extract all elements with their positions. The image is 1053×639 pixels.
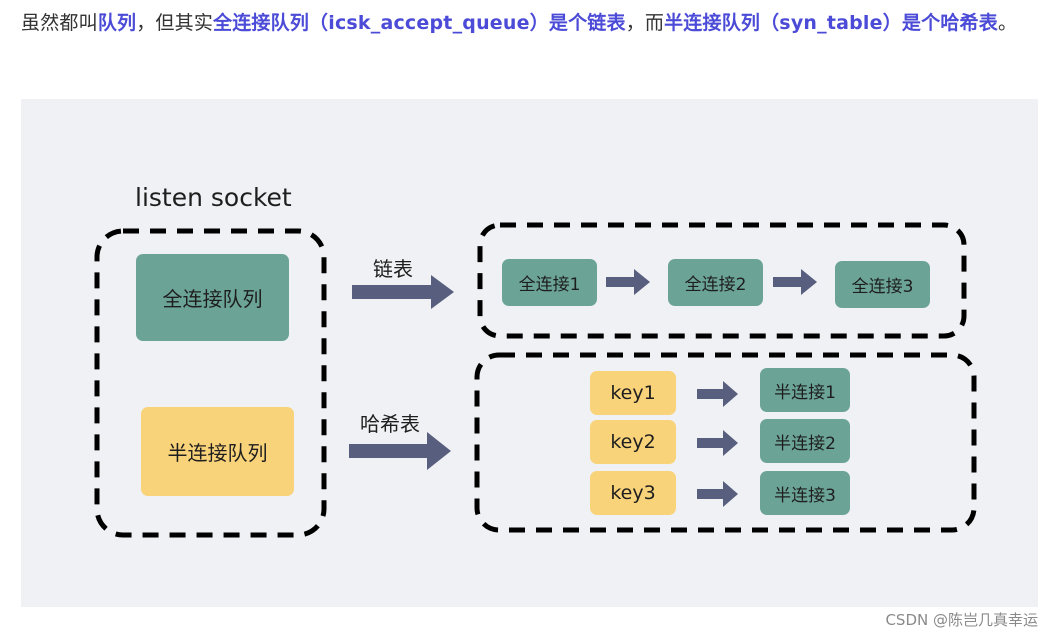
list-arrow-2-icon bbox=[773, 269, 817, 295]
diagram-graphics bbox=[94, 222, 977, 538]
linked-list-arrow-icon bbox=[352, 275, 454, 309]
hash-table-label: 哈希表 bbox=[360, 412, 420, 436]
listen-socket-border bbox=[94, 228, 327, 538]
hash-value-2: 半连接2 bbox=[760, 419, 850, 463]
hash-table-border bbox=[474, 352, 977, 533]
hash-arrow-2-icon bbox=[697, 430, 738, 456]
hash-arrow-3-icon bbox=[697, 481, 738, 507]
queue-diagram: listen socket 全连接队列 半连接队列 链表 哈希表 全连接1 全连… bbox=[21, 99, 1038, 607]
list-node-1: 全连接1 bbox=[502, 259, 597, 306]
half-queue-box: 半连接队列 bbox=[141, 407, 294, 496]
listen-socket-label: listen socket bbox=[135, 183, 292, 212]
hash-key-3: key3 bbox=[590, 471, 676, 515]
linked-list-border bbox=[477, 222, 967, 339]
list-node-3: 全连接3 bbox=[835, 261, 930, 308]
hash-arrow-1-icon bbox=[697, 381, 738, 407]
csdn-watermark: CSDN @陈岂几真幸运 bbox=[885, 611, 1038, 629]
para-bold-syn-table: 半连接队列（syn_table）是个哈希表 bbox=[664, 12, 998, 34]
hash-table-arrow-icon bbox=[349, 432, 451, 470]
hash-key-1: key1 bbox=[590, 371, 676, 415]
para-text-2: ，但其实 bbox=[136, 12, 214, 34]
para-text-3: ，而 bbox=[625, 12, 665, 34]
para-bold-accept-queue: 全连接队列（icsk_accept_queue）是个链表 bbox=[213, 12, 626, 34]
para-text-4: 。 bbox=[997, 12, 1018, 34]
linked-list-label: 链表 bbox=[373, 257, 413, 281]
list-arrow-1-icon bbox=[606, 269, 650, 295]
para-text-1: 虽然都叫 bbox=[21, 12, 98, 34]
para-bold-queue: 队列 bbox=[97, 12, 137, 34]
hash-value-1: 半连接1 bbox=[760, 368, 850, 412]
hash-key-2: key2 bbox=[590, 420, 676, 464]
list-node-2: 全连接2 bbox=[668, 259, 763, 306]
intro-paragraph: 虽然都叫队列，但其实全连接队列（icsk_accept_queue）是个链表，而… bbox=[21, 6, 1031, 40]
full-queue-box: 全连接队列 bbox=[136, 254, 289, 341]
hash-value-3: 半连接3 bbox=[760, 471, 850, 515]
